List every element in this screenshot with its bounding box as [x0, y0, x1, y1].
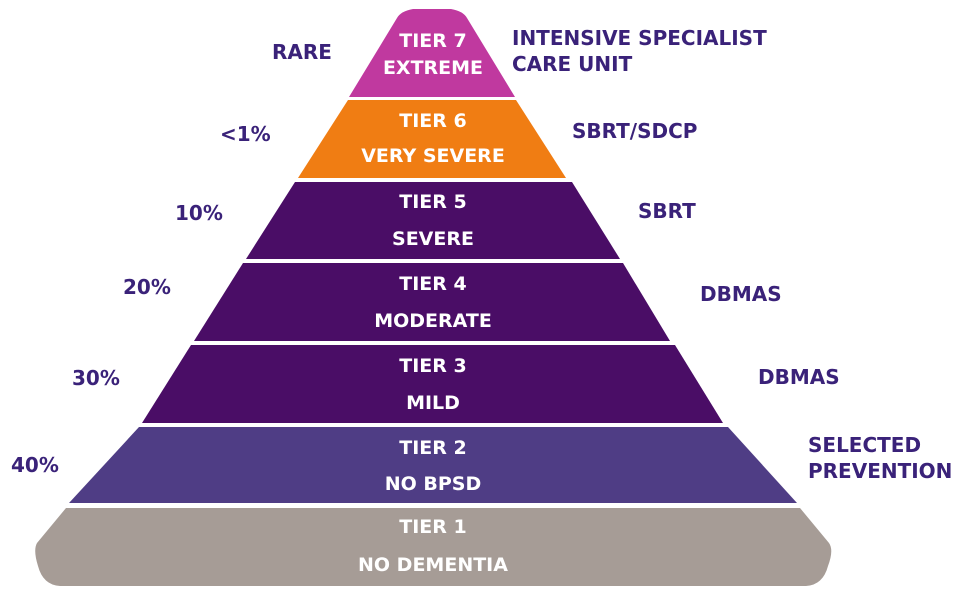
tier-7-service-line-2: CARE UNIT [512, 52, 633, 76]
tier-3-subtitle: MILD [406, 392, 460, 414]
tier-7-title: TIER 7 [399, 30, 466, 52]
tier-2-prevalence: 40% [11, 453, 59, 477]
tier-7-service: INTENSIVE SPECIALIST CARE UNIT [512, 25, 767, 77]
tier-2-service: SELECTED PREVENTION [808, 432, 952, 484]
tier-7-service-line-1: INTENSIVE SPECIALIST [512, 26, 767, 50]
tier-5-subtitle: SEVERE [392, 228, 474, 250]
tier-6-subtitle: VERY SEVERE [361, 145, 505, 167]
tier-3-prevalence: 30% [72, 366, 120, 390]
tier-5-title: TIER 5 [399, 191, 466, 213]
tier-2-title: TIER 2 [399, 437, 466, 459]
tier-2-subtitle: NO BPSD [385, 473, 482, 495]
tier-5-prevalence: 10% [175, 201, 223, 225]
tier-7-band [349, 9, 515, 97]
tier-2-service-line-1: SELECTED [808, 433, 922, 457]
tier-6-title: TIER 6 [399, 110, 466, 132]
tier-5-service: SBRT [638, 198, 696, 224]
tier-6-service: SBRT/SDCP [572, 118, 697, 144]
tier-6-prevalence: <1% [220, 122, 271, 146]
tier-3-band [142, 345, 723, 423]
tier-7-prevalence: RARE [272, 40, 332, 64]
tier-2-service-line-2: PREVENTION [808, 459, 953, 483]
tier-3-service: DBMAS [758, 364, 840, 390]
tier-4-service-line-1: DBMAS [700, 282, 782, 306]
tier-4-prevalence: 20% [123, 275, 171, 299]
tier-1-band [35, 508, 832, 586]
tier-6-service-line-1: SBRT/SDCP [572, 119, 698, 143]
tier-4-title: TIER 4 [399, 273, 466, 295]
tier-5-service-line-1: SBRT [638, 199, 696, 223]
tier-4-subtitle: MODERATE [374, 310, 492, 332]
tier-3-title: TIER 3 [399, 355, 466, 377]
tier-1-title: TIER 1 [399, 516, 466, 538]
tier-6-band [298, 100, 566, 178]
tier-7-subtitle: EXTREME [383, 57, 483, 79]
tier-5-band [246, 182, 620, 259]
tier-3-service-line-1: DBMAS [758, 365, 840, 389]
tier-4-service: DBMAS [700, 281, 782, 307]
tier-1-subtitle: NO DEMENTIA [358, 554, 508, 576]
tier-4-band [194, 263, 670, 341]
tier-2-band [69, 427, 797, 503]
